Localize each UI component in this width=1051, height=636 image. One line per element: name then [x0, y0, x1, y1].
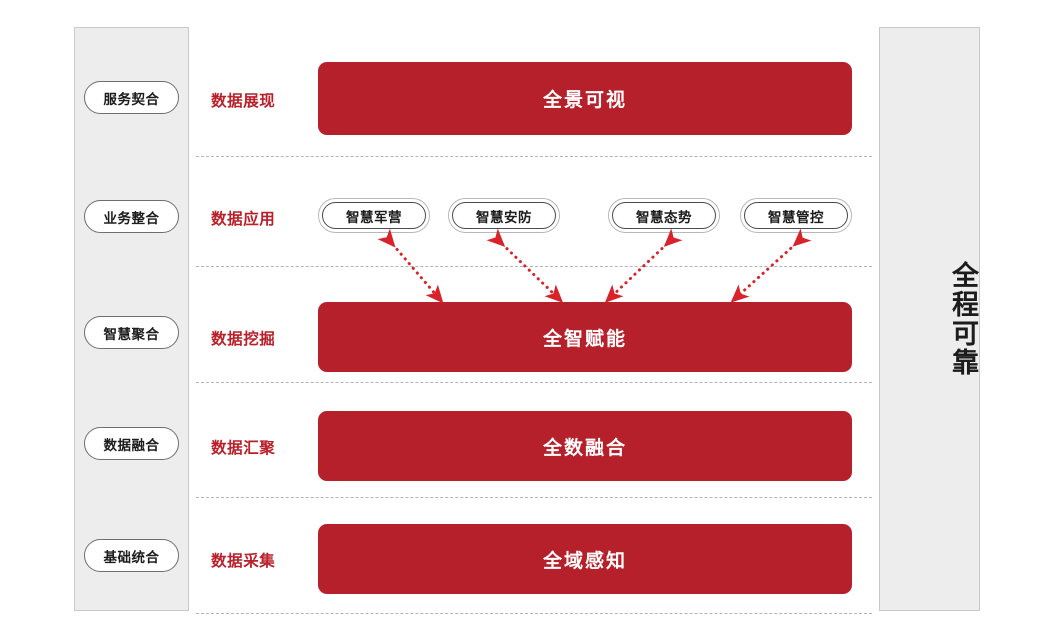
stage-column: 服务契合业务整合智慧聚合数据融合基础统合: [74, 27, 189, 611]
layer-label-2: 数据应用: [211, 211, 276, 228]
layer-label-4: 数据汇聚: [211, 440, 276, 457]
layer-label-1: 数据展现: [211, 93, 276, 110]
capability-bar-label: 全景可视: [542, 90, 627, 111]
link-anfang-arrow: [486, 228, 564, 303]
row-separator-4: [196, 497, 872, 498]
link-junying-arrow: [377, 228, 444, 304]
application-pill-1[interactable]: 智慧军营: [318, 198, 430, 233]
stage-pill-1[interactable]: 服务契合: [84, 81, 179, 114]
stage-pill-3[interactable]: 智慧聚合: [84, 316, 179, 349]
stage-pill-label: 服务契合: [103, 91, 160, 107]
application-pill-inner-ring: 智慧管控: [744, 202, 848, 229]
application-pill-2[interactable]: 智慧安防: [448, 198, 560, 233]
application-pill-inner-ring: 智慧安防: [452, 202, 556, 229]
row-separator-2: [196, 266, 872, 267]
row-separator-5: [196, 613, 872, 614]
capability-bar-label: 全数融合: [542, 437, 627, 459]
layer-label-5: 数据采集: [211, 553, 276, 570]
stage-pill-label: 基础统合: [103, 549, 160, 565]
capability-bar-3[interactable]: 全数融合: [318, 411, 852, 481]
stage-pill-label: 业务整合: [103, 210, 160, 226]
capability-bar-label: 全智赋能: [542, 328, 627, 350]
application-pill-inner-ring: 智慧军营: [322, 202, 426, 229]
stage-pill-5[interactable]: 基础统合: [84, 539, 179, 572]
row-separator-1: [196, 156, 872, 157]
capability-bar-label: 全域感知: [542, 550, 627, 572]
layer-label-3: 数据挖掘: [211, 331, 276, 348]
capability-bar-2[interactable]: 全智赋能: [318, 302, 852, 372]
stage-pill-4[interactable]: 数据融合: [84, 427, 179, 460]
assurance-label: 全程可靠: [948, 261, 978, 377]
stage-pill-2[interactable]: 业务整合: [84, 200, 179, 233]
assurance-column: 全程可靠: [879, 27, 980, 611]
application-pill-label: 智慧军营: [346, 209, 402, 225]
row-separator-3: [196, 382, 872, 383]
application-pill-4[interactable]: 智慧管控: [740, 198, 852, 233]
stage-pill-label: 数据融合: [103, 437, 160, 453]
application-pill-label: 智慧管控: [768, 209, 824, 225]
application-pill-label: 智慧态势: [636, 209, 692, 225]
application-pill-3[interactable]: 智慧态势: [608, 198, 720, 233]
link-guankong-arrow: [730, 228, 812, 303]
capability-bar-1[interactable]: 全景可视: [318, 62, 852, 135]
application-pill-label: 智慧安防: [476, 209, 532, 225]
application-pill-inner-ring: 智慧态势: [612, 202, 716, 229]
capability-bar-4[interactable]: 全域感知: [318, 524, 852, 594]
stage-pill-label: 智慧聚合: [103, 326, 160, 342]
link-taishi-arrow: [604, 228, 683, 303]
